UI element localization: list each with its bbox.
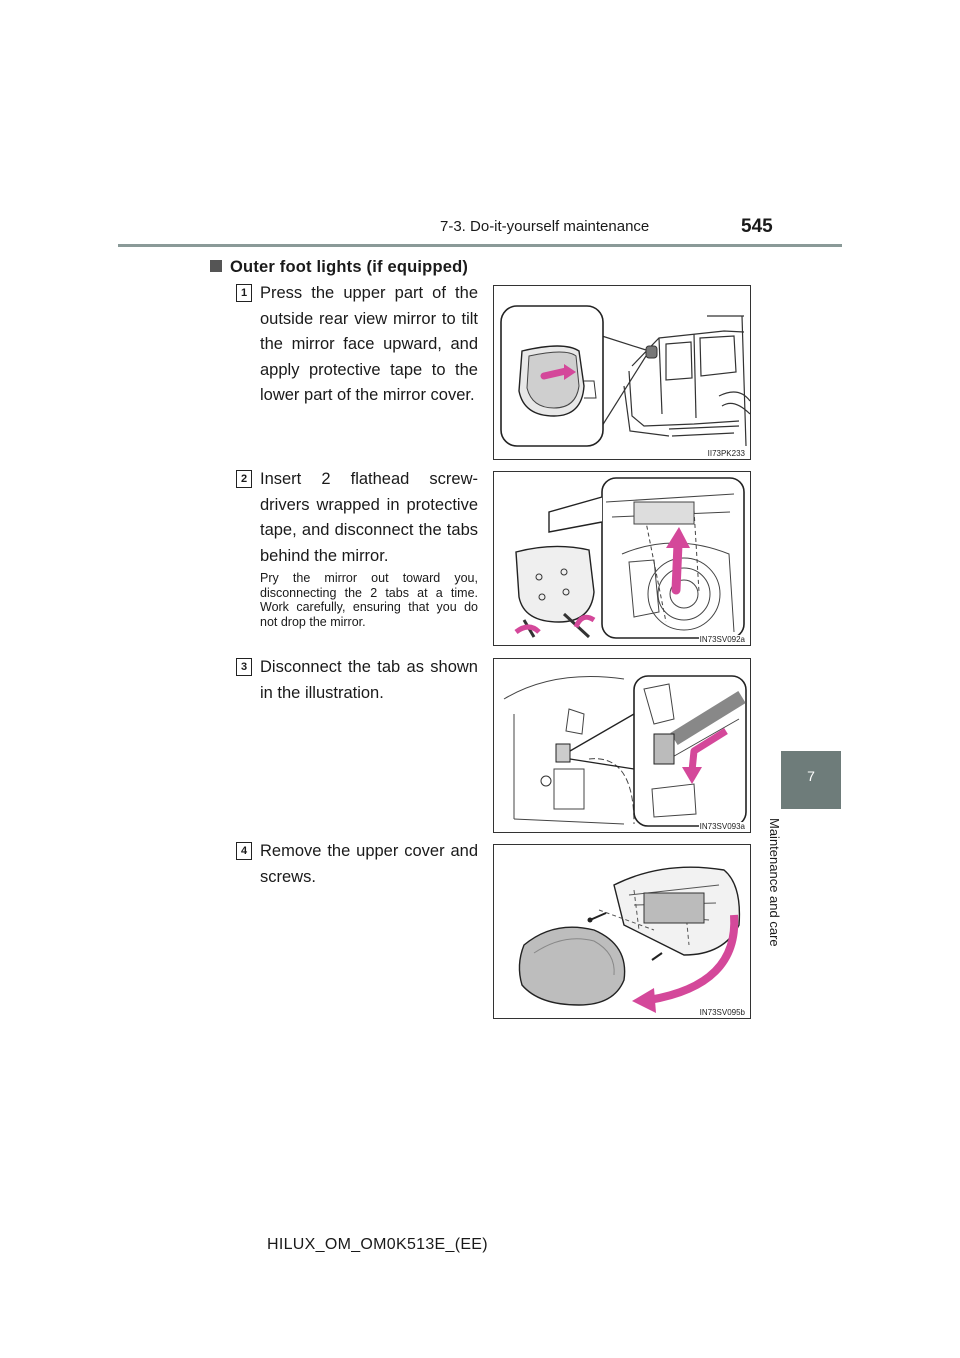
- square-bullet-icon: [210, 260, 222, 272]
- header-section-title: 7-3. Do-it-yourself maintenance: [440, 218, 650, 235]
- header-divider: [118, 244, 842, 247]
- section-heading: Outer foot lights (if equipped): [210, 258, 468, 277]
- figure-code: IN73SV095b: [698, 1008, 746, 1017]
- figure-code: IN73SV092a: [698, 635, 746, 644]
- chapter-title: Maintenance and care: [767, 818, 782, 947]
- step-text: Remove the upper cover and screws.: [260, 842, 478, 886]
- chapter-tab[interactable]: 7: [781, 751, 841, 809]
- disconnect-tabs-illustration: [514, 477, 745, 639]
- section-heading-text: Outer foot lights (if equipped): [230, 258, 469, 276]
- mirror-tilt-illustration: [500, 305, 750, 447]
- chapter-number: 7: [807, 768, 815, 784]
- chapter-title-vertical: Maintenance and care: [767, 818, 804, 978]
- figure-code: II73PK233: [706, 449, 746, 458]
- step-number-badge: 2: [236, 470, 252, 488]
- figure-disconnect-tabs: IN73SV092a: [493, 471, 751, 646]
- footer-document-code: HILUX_OM_OM0K513E_(EE): [267, 1236, 488, 1253]
- figure-code: IN73SV093a: [698, 822, 746, 831]
- figure-disconnect-tab: IN73SV093a: [493, 658, 751, 833]
- step-text: Disconnect the tab as shown in the illus…: [260, 658, 478, 702]
- step-number-badge: 1: [236, 284, 252, 302]
- figure-mirror-tilt: II73PK233: [493, 285, 751, 460]
- remove-cover-illustration: [518, 866, 741, 1013]
- page-number: 545: [741, 216, 773, 237]
- step-number-badge: 4: [236, 842, 252, 860]
- step-text: Press the upper part of the outside rear…: [260, 284, 478, 404]
- step-number-badge: 3: [236, 658, 252, 676]
- step-note: Pry the mirror out toward you, disconnec…: [260, 571, 478, 629]
- step-text: Insert 2 flathead screw-drivers wrapped …: [260, 470, 478, 565]
- disconnect-tab-illustration: [503, 675, 747, 827]
- figure-remove-cover: IN73SV095b: [493, 844, 751, 1019]
